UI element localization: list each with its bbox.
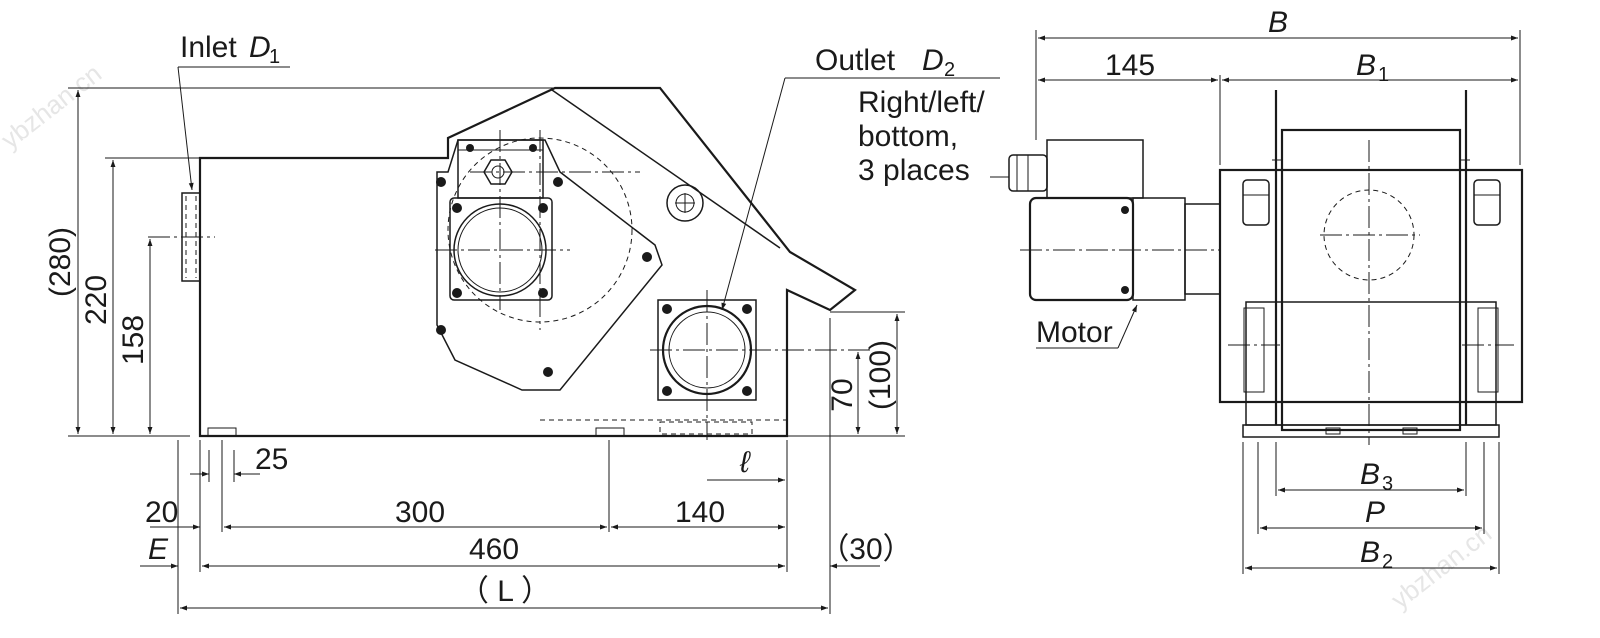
dim-30: （30）: [819, 533, 912, 566]
dim-280: (280): [44, 227, 77, 297]
side-housing: [1218, 168, 1524, 404]
dim-B2: B: [1360, 536, 1380, 569]
dim-L: （ L ）: [459, 575, 551, 608]
outlet-symbol: D: [922, 44, 944, 77]
drum: [1280, 128, 1462, 432]
outlet-note-line3: 3 places: [858, 154, 970, 187]
dim-158: 158: [117, 315, 150, 365]
front-dimensions: [68, 66, 1000, 614]
dim-20: 20: [145, 496, 178, 529]
dim-B3: B: [1360, 458, 1380, 491]
motor-label: Motor: [1036, 316, 1113, 349]
inlet-symbol: D: [249, 31, 271, 64]
motor-body: [1028, 196, 1135, 302]
dim-220: 220: [80, 275, 113, 325]
dim-B1-subscript: 1: [1378, 64, 1389, 86]
watermark-left: ybzhan.cn: [0, 58, 107, 155]
motor-flange: [449, 197, 553, 301]
terminal-box: [1046, 139, 1144, 199]
housing-outline: [198, 86, 857, 438]
dim-E: E: [148, 533, 169, 566]
front-labels: Inlet D 1 Outlet D 2 Right/left/ bottom,…: [44, 31, 985, 608]
front-view: [148, 86, 870, 440]
inlet-label: Inlet: [180, 31, 237, 64]
dim-140: 140: [675, 496, 725, 529]
left-hub: [1242, 179, 1270, 226]
dim-460: 460: [469, 533, 519, 566]
knob-icon: [666, 184, 704, 222]
dim-145: 145: [1105, 49, 1155, 82]
dim-B3-subscript: 3: [1382, 473, 1393, 495]
watermark-right: ybzhan.cn: [1385, 518, 1497, 615]
dim-B2-subscript: 2: [1382, 551, 1393, 573]
outlet-note-line1: Right/left/: [858, 86, 985, 119]
dim-l: ℓ: [739, 446, 751, 479]
dim-100: (100): [864, 340, 897, 410]
dim-70: 70: [826, 378, 859, 411]
outlet-note-line2: bottom,: [858, 120, 958, 153]
dim-300: 300: [395, 496, 445, 529]
inlet-subscript: 1: [269, 46, 280, 68]
outlet-subscript: 2: [944, 59, 955, 81]
dim-B: B: [1268, 6, 1288, 39]
outlet-label: Outlet: [815, 44, 896, 77]
motor-plate: [436, 139, 663, 391]
side-labels: B 145 B 1 B 3 P B 2 Motor: [1036, 6, 1393, 573]
side-view: [1008, 90, 1524, 445]
right-hub: [1473, 179, 1501, 226]
dim-B1: B: [1356, 49, 1376, 82]
dim-25: 25: [255, 443, 288, 476]
dim-P: P: [1365, 496, 1385, 529]
bolts: [436, 144, 652, 377]
side-dimensions: [990, 30, 1521, 574]
